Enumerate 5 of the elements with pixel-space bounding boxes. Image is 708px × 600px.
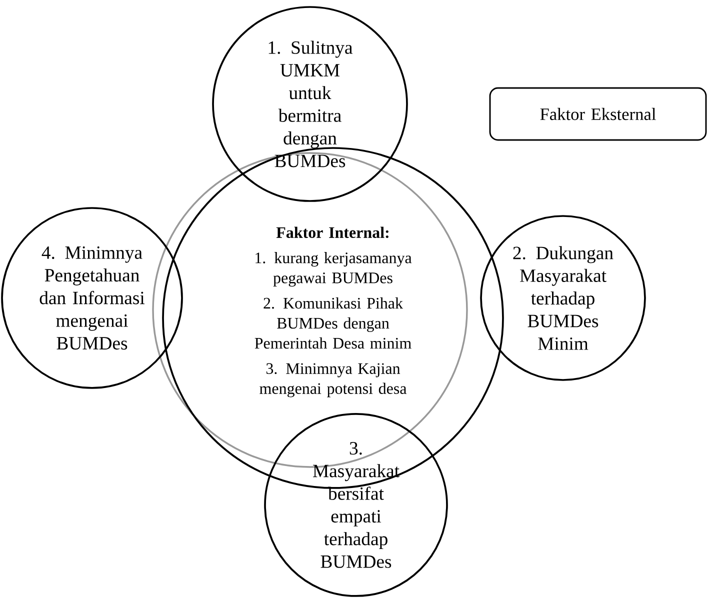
circle-node: 4. Minimnya Pengetahuan dan Informasi mengenai BUMDes (1, 207, 183, 389)
circle-node: 3. Masyarakat bersifat empati terhadap BUMDes (264, 413, 448, 597)
circle-node: 2. Dukungan Masyarakat terhadap BUMDes Minim (480, 215, 646, 381)
circle-node: 1. Sulitnya UMKM untuk bermitra dengan BUMDes (212, 6, 408, 202)
label-box: Faktor Eksternal (489, 87, 707, 141)
